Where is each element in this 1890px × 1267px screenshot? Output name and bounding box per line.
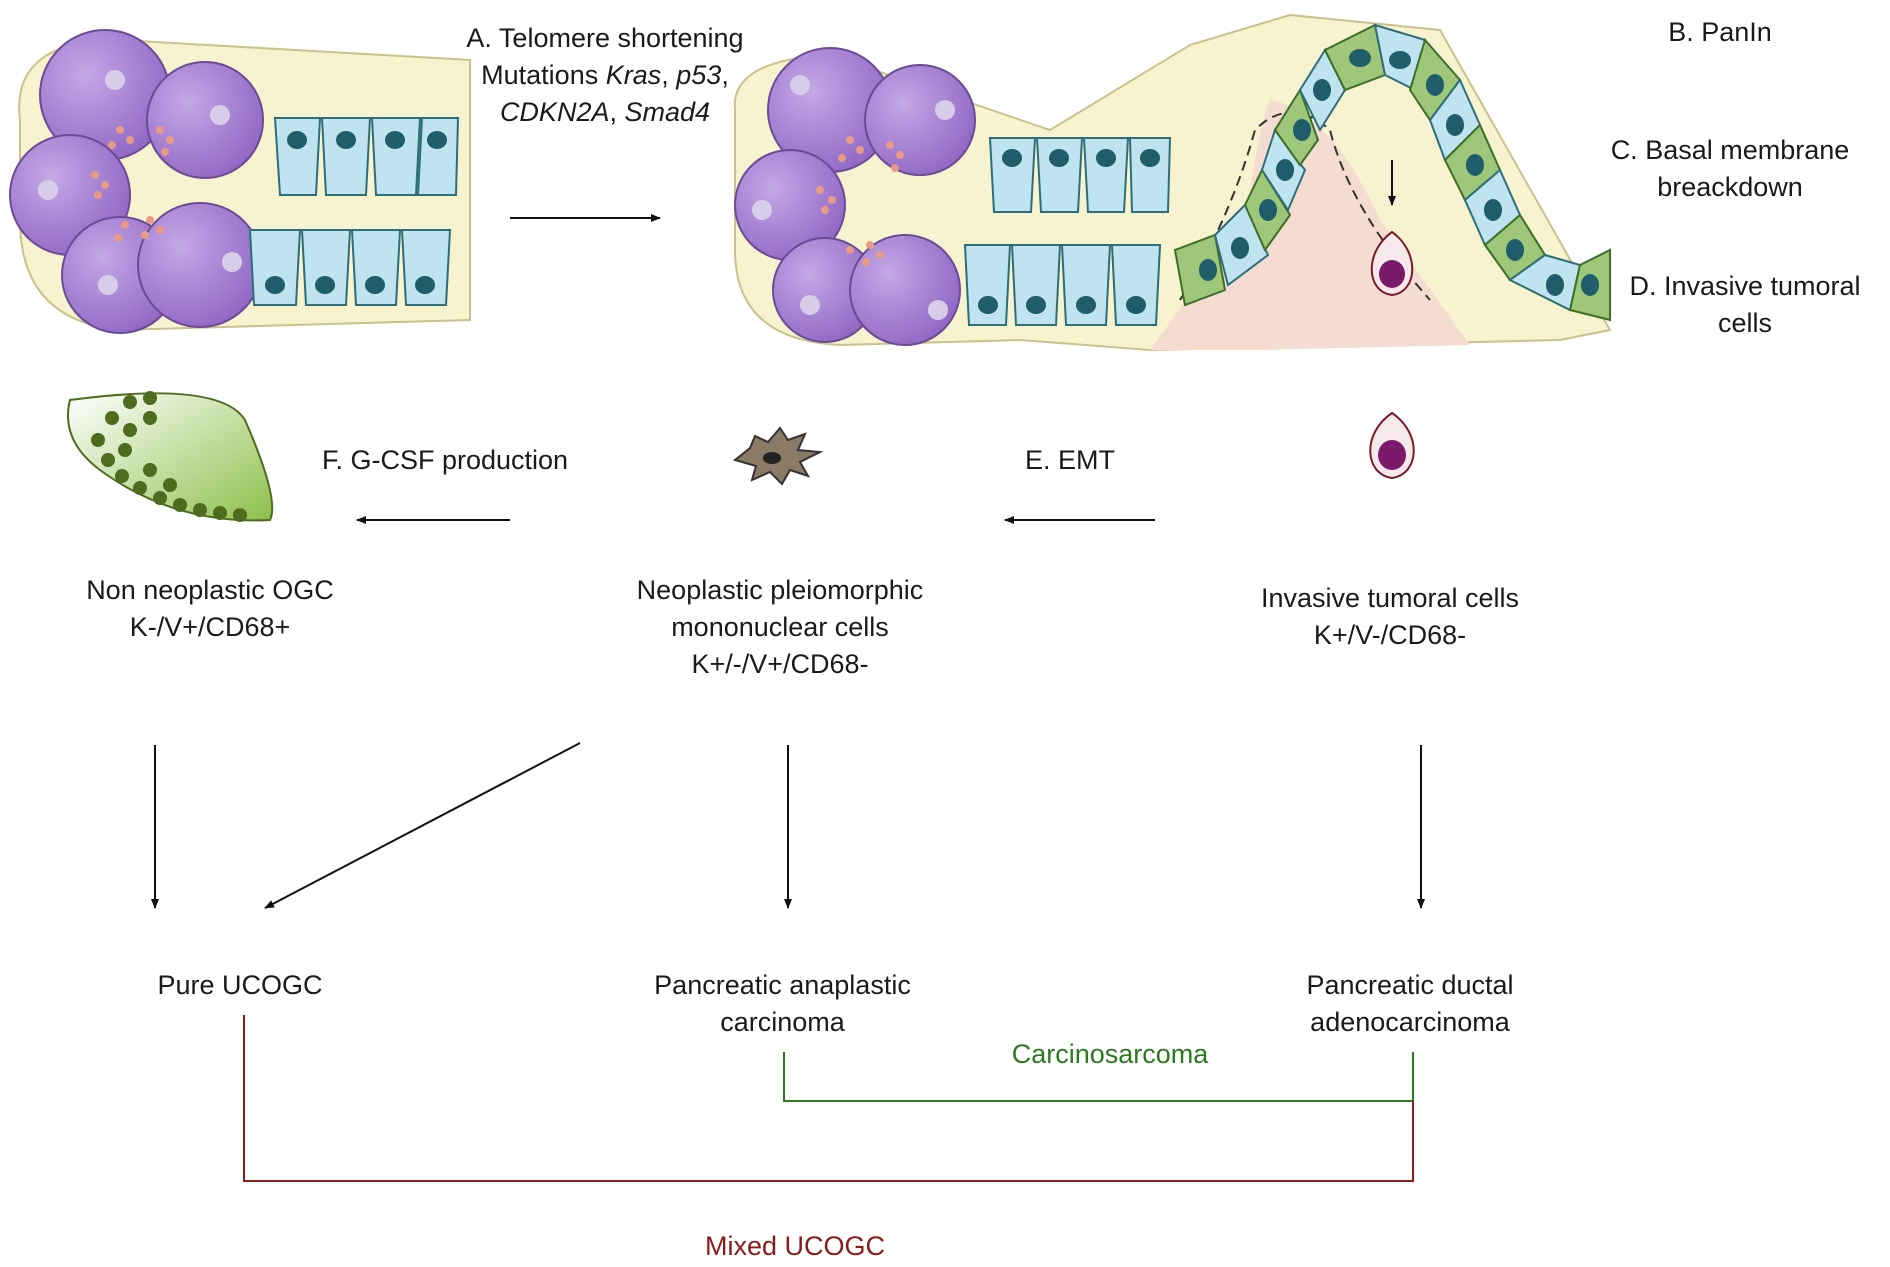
ductal-label: Pancreatic ductal adenocarcinoma	[1250, 967, 1570, 1041]
carcinosarcoma-bracket	[783, 1052, 1414, 1102]
invasive-cell-in-lumen	[1370, 230, 1414, 297]
step-c-line1: C. Basal membrane	[1610, 135, 1850, 165]
mixed-ucogc-label: Mixed UCOGC	[704, 1231, 886, 1261]
ductal-cells-normal	[248, 117, 460, 306]
normal-acinus	[9, 29, 471, 334]
ogc-label: Non neoplastic OGC K-/V+/CD68+	[40, 572, 380, 646]
anaplastic-line1: Pancreatic anaplastic	[654, 970, 911, 1000]
step-a-label: A. Telomere shortening Mutations Kras, p…	[440, 20, 770, 131]
nuclei-normal	[265, 131, 447, 294]
ductal-line2: adenocarcinoma	[1310, 1007, 1510, 1037]
carcinosarcoma-label: Carcinosarcoma	[1011, 1039, 1209, 1069]
pure-ucogc-label: Pure UCOGC	[157, 970, 323, 1000]
acinar-cells-2	[734, 47, 976, 346]
ductal-line1: Pancreatic ductal	[1306, 970, 1514, 1000]
invasive-cell-free	[1369, 411, 1415, 480]
neoplastic-label: Neoplastic pleiomorphic mononuclear cell…	[580, 572, 980, 683]
neoplastic-line1: Neoplastic pleiomorphic	[636, 575, 924, 605]
neoplastic-line3: K+/-/V+/CD68-	[691, 649, 869, 679]
ogc-line1: Non neoplastic OGC	[86, 575, 334, 605]
spindle-cell	[732, 426, 824, 486]
step-a-line1: A. Telomere shortening	[466, 23, 744, 53]
step-c-label: C. Basal membrane breackdown	[1580, 132, 1880, 206]
step-a-line3: CDKN2A, Smad4	[499, 97, 711, 127]
panin-nuclei	[1199, 49, 1599, 296]
invasive-line1: Invasive tumoral cells	[1260, 583, 1520, 613]
step-b-label: B. PanIn	[1668, 17, 1772, 47]
step-d-label: D. Invasive tumoral cells	[1610, 268, 1880, 342]
panin-acinus	[733, 13, 1612, 352]
step-c-line2: breackdown	[1657, 172, 1803, 202]
arrow-neoplastic-to-pure	[264, 742, 581, 909]
neoplastic-line2: mononuclear cells	[671, 612, 889, 642]
ogc-cell	[67, 391, 274, 522]
step-d-line2: cells	[1717, 308, 1772, 338]
invasive-line2: K+/V-/CD68-	[1313, 620, 1467, 650]
step-a-line2: Mutations Kras, p53,	[481, 60, 729, 90]
invasive-label: Invasive tumoral cells K+/V-/CD68-	[1210, 580, 1570, 654]
anaplastic-label: Pancreatic anaplastic carcinoma	[600, 967, 965, 1041]
acinar-cells	[9, 29, 264, 334]
step-e-label: E. EMT	[1024, 445, 1115, 475]
mixed-ucogc-bracket	[243, 1015, 1414, 1182]
step-d-line1: D. Invasive tumoral	[1629, 271, 1861, 301]
nuclei-2	[978, 149, 1160, 314]
anaplastic-line2: carcinoma	[720, 1007, 845, 1037]
ductal-cells-2	[963, 137, 1172, 326]
step-f-label: F. G-CSF production	[321, 445, 569, 475]
ogc-line2: K-/V+/CD68+	[129, 612, 291, 642]
